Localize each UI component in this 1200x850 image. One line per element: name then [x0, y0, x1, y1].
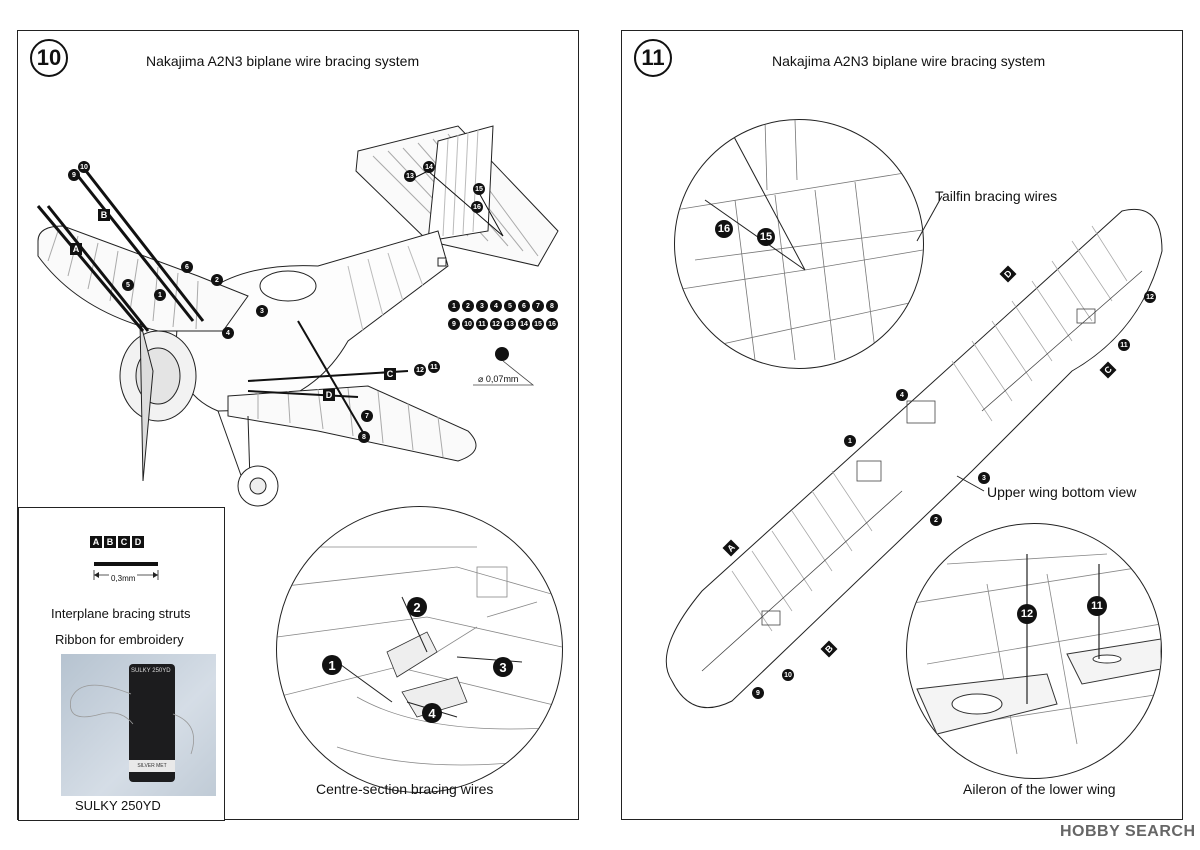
spool-top-text: SULKY 250YD	[131, 668, 171, 674]
legend-badge: 13	[504, 318, 516, 330]
legend-badge: 7	[532, 300, 544, 312]
callout-16: 16	[471, 201, 483, 213]
callout-2: 2	[211, 274, 223, 286]
legend-badge: 9	[448, 318, 460, 330]
upper-wing-drawing	[665, 209, 1163, 709]
callout-10: 10	[78, 161, 90, 173]
legend-badge: 3	[476, 300, 488, 312]
struts-label: Interplane bracing struts	[51, 606, 191, 621]
wire-dot-icon	[495, 347, 509, 361]
step-10-panel: 10 Nakajima A2N3 biplane wire bracing sy…	[17, 30, 579, 821]
strut-letters: A B C D	[90, 536, 144, 548]
callout-14: 14	[423, 161, 435, 173]
legend-badge: 1	[448, 300, 460, 312]
loose-thread	[69, 684, 195, 755]
centre-section-drawing	[277, 546, 562, 766]
legend-badge: 2	[462, 300, 474, 312]
spool-band: SILVER MET	[129, 760, 175, 772]
wing-callout-3: 3	[978, 472, 990, 484]
callout-12: 12	[414, 364, 426, 376]
centre-callout-1: 1	[322, 655, 342, 675]
spool-photo: SULKY 250YD SILVER MET	[61, 654, 216, 796]
wing-callout-4: 4	[896, 389, 908, 401]
legend-badge: 10	[462, 318, 474, 330]
strut-letter: A	[90, 536, 102, 548]
callout-8: 8	[358, 431, 370, 443]
strut-label-D: D	[323, 389, 335, 401]
wing-callout-1: 1	[844, 435, 856, 447]
tailfin-detail: 16 15	[674, 119, 924, 369]
tailfin-callout-16: 16	[715, 220, 733, 238]
strut-letter: D	[132, 536, 144, 548]
upper-wing-label: Upper wing bottom view	[987, 484, 1137, 500]
tailfin-drawing	[675, 120, 923, 361]
callout-11: 11	[428, 361, 440, 373]
watermark: HOBBY SEARCH	[1060, 823, 1196, 840]
legend-badge: 5	[504, 300, 516, 312]
wing-callout-9: 9	[752, 687, 764, 699]
callout-6a: 6	[181, 261, 193, 273]
legend-badge: 12	[490, 318, 502, 330]
dimension-label: 0,3mm	[109, 574, 138, 583]
airplane-diagram	[36, 125, 559, 507]
tailfin-leader	[916, 195, 943, 242]
struts-inset: A B C D 0,3mm Interplane bracing struts …	[18, 507, 225, 821]
callout-13: 13	[404, 170, 416, 182]
callout-5: 5	[122, 279, 134, 291]
strut-letter: B	[104, 536, 116, 548]
step-number-11: 11	[634, 39, 672, 77]
wire-diameter-leader	[473, 360, 535, 386]
legend-badge: 8	[546, 300, 558, 312]
strut-label-C: C	[384, 368, 396, 380]
aileron-callout-11: 11	[1087, 596, 1107, 616]
strut-label-B: B	[98, 209, 110, 221]
wing-callout-11: 11	[1118, 339, 1130, 351]
wing-callout-2: 2	[930, 514, 942, 526]
legend-badge: 14	[518, 318, 530, 330]
legend-badge: 15	[532, 318, 544, 330]
panel-title-left: Nakajima A2N3 biplane wire bracing syste…	[146, 53, 420, 69]
legend-badge: 4	[490, 300, 502, 312]
aileron-detail: 12 11	[906, 523, 1162, 779]
legend-badge: 11	[476, 318, 488, 330]
legend-badge: 6	[518, 300, 530, 312]
centre-callout-4: 4	[422, 703, 442, 723]
aileron-callout-12: 12	[1017, 604, 1037, 624]
wing-callout-12: 12	[1144, 291, 1156, 303]
strut-ribbon-sample	[94, 562, 158, 566]
wire-legend-row-1: 1 2 3 4 5 6 7 8	[448, 300, 558, 312]
step-number-10: 10	[30, 39, 68, 77]
callout-15: 15	[473, 183, 485, 195]
tailfin-callout-15: 15	[757, 228, 775, 246]
tailfin-label: Tailfin bracing wires	[935, 188, 1058, 204]
callout-9: 9	[68, 169, 80, 181]
wire-diameter-label: ⌀ 0,07mm	[478, 374, 519, 384]
wing-callout-10: 10	[782, 669, 794, 681]
callout-3: 3	[256, 305, 268, 317]
centre-callout-3: 3	[493, 657, 513, 677]
wire-legend-row-2: 9 10 11 12 13 14 15 16	[448, 318, 558, 330]
callout-4: 4	[222, 327, 234, 339]
aileron-label: Aileron of the lower wing	[963, 781, 1116, 797]
ribbon-label: Ribbon for embroidery	[55, 632, 184, 647]
centre-callout-2: 2	[407, 597, 427, 617]
callout-7: 7	[361, 410, 373, 422]
spool-caption: SULKY 250YD	[75, 798, 161, 813]
strut-label-A: A	[70, 243, 82, 255]
panel-title-right: Nakajima A2N3 biplane wire bracing syste…	[772, 53, 1046, 69]
centre-section-caption: Centre-section bracing wires	[316, 781, 494, 797]
aileron-drawing	[907, 553, 1161, 755]
wire-diameter-value: 0,07mm	[485, 374, 519, 384]
legend-badge: 16	[546, 318, 558, 330]
step-11-panel: 11 Nakajima A2N3 biplane wire bracing sy…	[621, 30, 1183, 820]
strut-letter: C	[118, 536, 130, 548]
centre-section-detail: 2 1 3 4	[276, 506, 563, 793]
callout-1: 1	[154, 289, 166, 301]
